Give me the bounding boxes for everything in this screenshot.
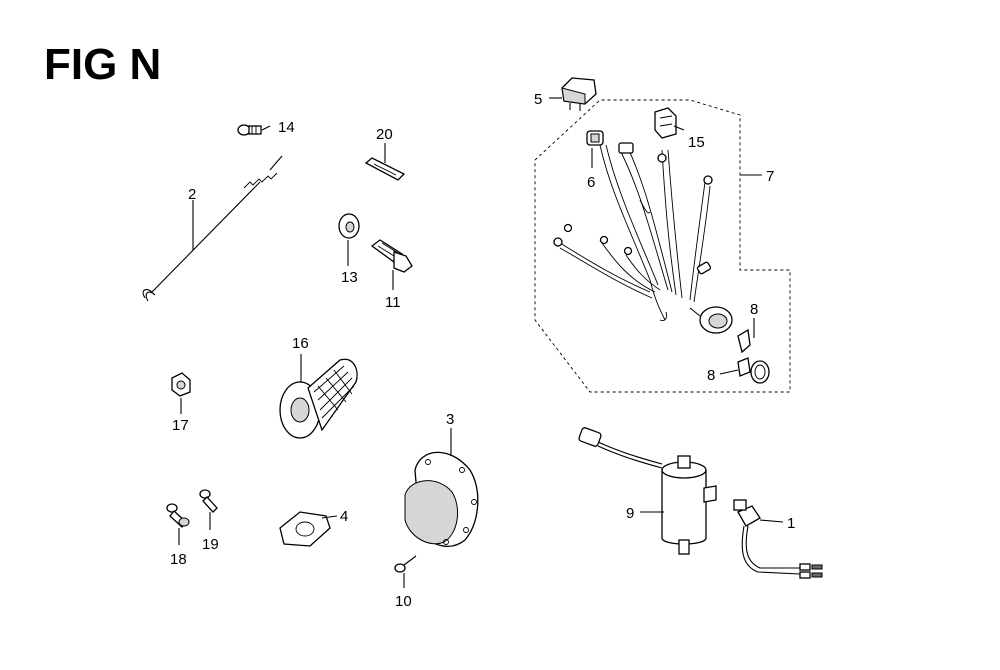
callout-19: 19 bbox=[202, 536, 219, 553]
part-15-connector bbox=[654, 107, 677, 139]
part-8-key-pieces bbox=[737, 328, 770, 384]
part-14-bolt bbox=[237, 124, 262, 136]
callout-5: 5 bbox=[534, 91, 542, 108]
part-18-bolt bbox=[166, 503, 190, 528]
callout-20: 20 bbox=[376, 126, 393, 143]
part-2-control-rod bbox=[142, 155, 283, 302]
callout-13: 13 bbox=[341, 269, 358, 286]
part-19-bolt bbox=[199, 489, 218, 513]
part-5-relay bbox=[561, 77, 597, 111]
callout-11: 11 bbox=[385, 294, 401, 311]
callout-6: 6 bbox=[587, 174, 595, 191]
leader-lines bbox=[178, 97, 784, 588]
part-10-screw bbox=[394, 555, 417, 573]
callout-10: 10 bbox=[395, 593, 412, 610]
part-3-cover bbox=[404, 451, 479, 547]
callout-8-lower: 8 bbox=[707, 367, 715, 384]
callout-2: 2 bbox=[188, 186, 196, 203]
callout-4: 4 bbox=[340, 508, 348, 525]
part-6-connector bbox=[586, 130, 604, 146]
part-4-gasket bbox=[279, 511, 331, 547]
callout-1: 1 bbox=[787, 515, 795, 532]
part-1-sensor bbox=[733, 499, 823, 579]
part-7-wire-harness bbox=[553, 142, 733, 334]
callout-15: 15 bbox=[688, 134, 705, 151]
part-17-nut bbox=[171, 372, 191, 397]
harness-kit-outline bbox=[534, 99, 791, 393]
callout-3: 3 bbox=[446, 411, 454, 428]
callout-8-upper: 8 bbox=[750, 301, 758, 318]
callout-9: 9 bbox=[626, 505, 634, 522]
callout-16: 16 bbox=[292, 335, 309, 352]
callout-18: 18 bbox=[170, 551, 187, 568]
callout-labels: 14 2 20 13 11 16 17 3 4 18 19 10 5 6 15 … bbox=[170, 91, 795, 610]
callout-7: 7 bbox=[766, 168, 774, 185]
callout-17: 17 bbox=[172, 417, 189, 434]
part-9-solenoid-valve bbox=[578, 427, 717, 555]
part-11-fitting bbox=[370, 239, 413, 273]
figure-title: FIG N bbox=[44, 40, 162, 89]
part-16-pulley bbox=[279, 358, 358, 439]
part-20-pin bbox=[364, 157, 406, 181]
part-13-washer bbox=[338, 213, 360, 239]
callout-14: 14 bbox=[278, 119, 295, 136]
